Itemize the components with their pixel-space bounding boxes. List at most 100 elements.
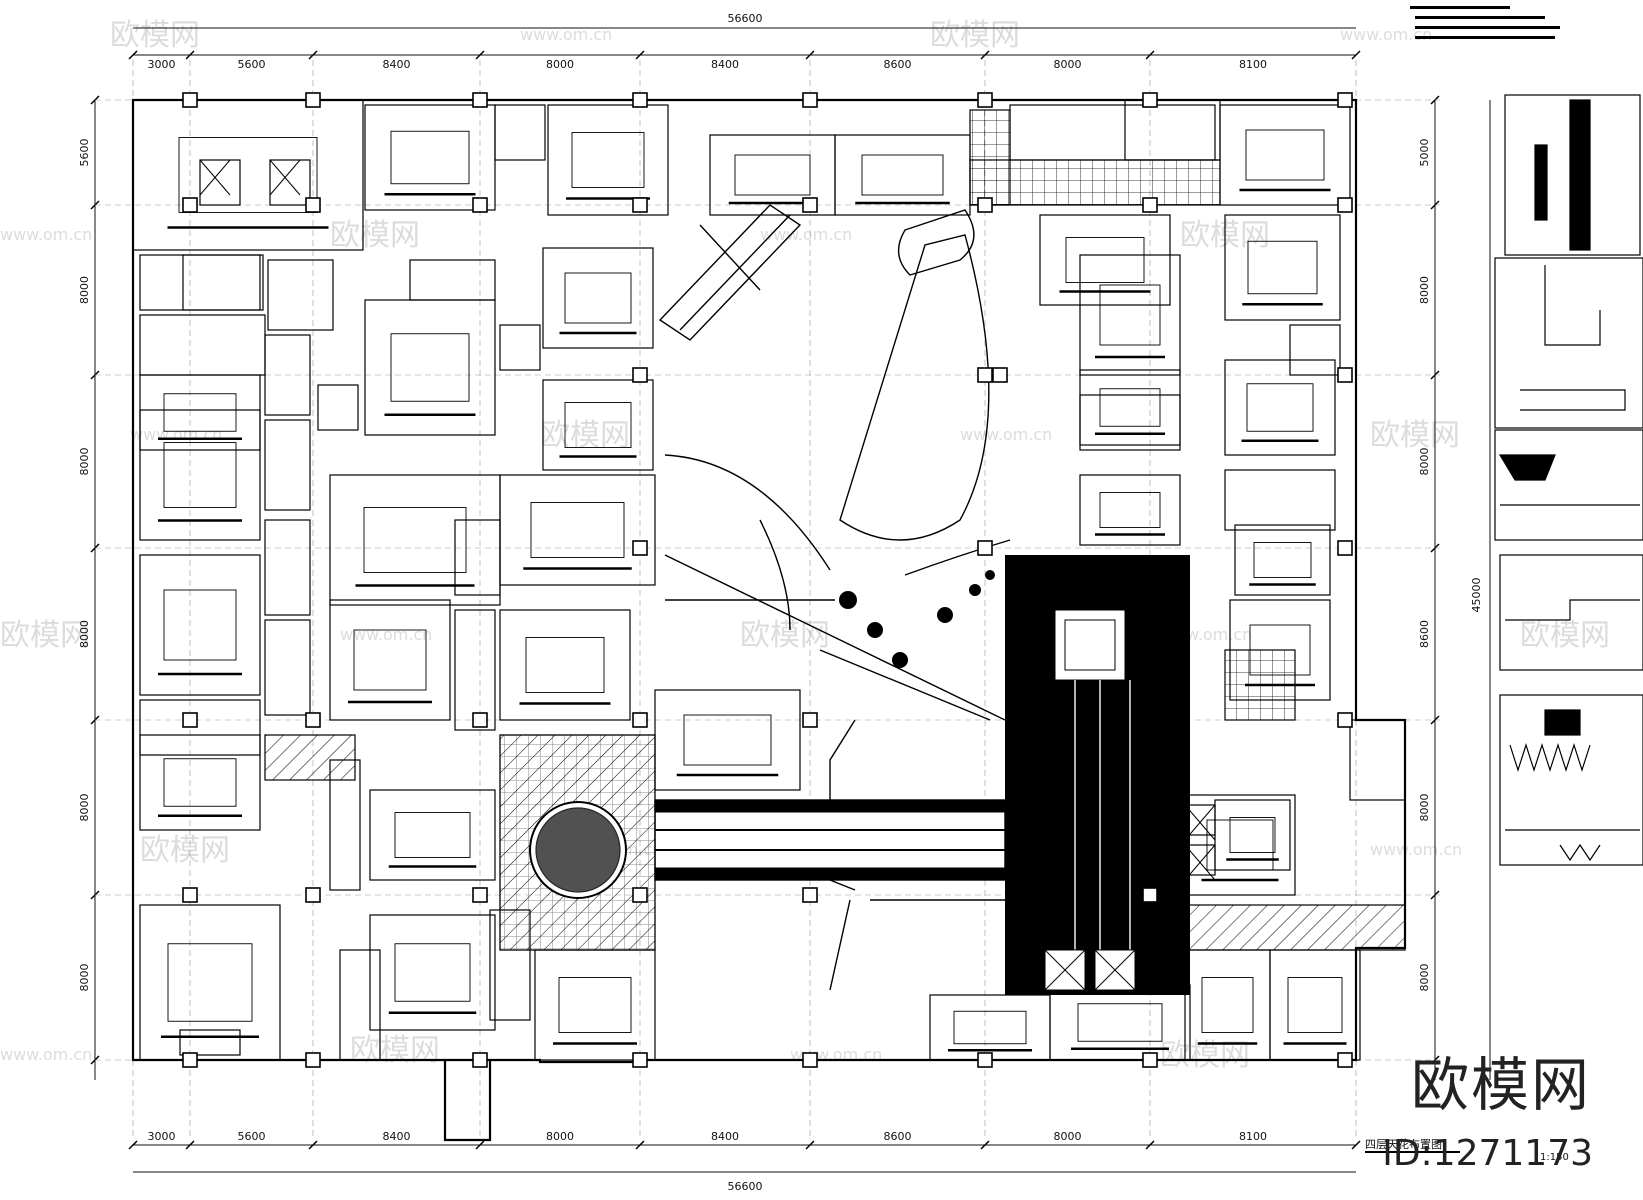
room — [264, 519, 311, 616]
room — [132, 99, 364, 251]
ceiling-light-box — [953, 1010, 1027, 1045]
ceiling-light-box — [525, 637, 605, 693]
watermark-brand: 欧模网 — [1370, 418, 1460, 453]
ceiling-light-box — [167, 943, 253, 1022]
ceiling-light-box — [564, 402, 632, 448]
column — [472, 92, 488, 108]
room — [1349, 719, 1406, 801]
dimension-label: 8400 — [711, 1130, 739, 1143]
room — [139, 734, 261, 831]
escalator-ramp — [679, 214, 791, 331]
dimension-label: 8400 — [383, 58, 411, 71]
column — [472, 1052, 488, 1068]
dimension-label: 8600 — [1418, 620, 1431, 648]
ceiling-light-box — [861, 154, 944, 196]
room — [139, 699, 261, 756]
room — [1039, 214, 1171, 306]
dimension-label: 5000 — [1418, 139, 1431, 167]
room — [139, 314, 266, 376]
detail-panel — [1494, 257, 1643, 429]
elevator-lobby — [1054, 609, 1126, 681]
ceiling-light-box — [1099, 388, 1161, 427]
dimension-label: 8000 — [546, 58, 574, 71]
atrium-curve — [904, 539, 1011, 576]
ceiling-light-box — [1247, 240, 1318, 295]
room — [369, 914, 496, 1031]
dimension-label: 8100 — [1239, 1130, 1267, 1143]
detail-panels — [1494, 94, 1643, 866]
column — [1142, 92, 1158, 108]
room — [1289, 324, 1341, 376]
column — [182, 712, 198, 728]
column — [1337, 367, 1353, 383]
ceiling-light-box — [394, 812, 471, 858]
dimension-tick — [475, 1140, 485, 1150]
room — [1214, 799, 1291, 871]
curved-balcony — [664, 454, 831, 571]
watermark-brand: 欧模网 — [350, 1033, 440, 1068]
room — [542, 379, 654, 471]
ceiling-light-box — [1253, 542, 1312, 578]
dimension-label: 8000 — [78, 448, 91, 476]
watermark-brand: 欧模网 — [740, 618, 830, 653]
dimension-tick — [805, 1140, 815, 1150]
column — [182, 1052, 198, 1068]
room — [179, 1029, 241, 1056]
ceiling-light-box — [1065, 237, 1145, 283]
ceiling-light-box — [390, 333, 470, 402]
column — [632, 92, 648, 108]
ceiling-light-box — [683, 714, 772, 766]
room — [139, 409, 261, 541]
room — [369, 789, 496, 881]
column — [802, 197, 818, 213]
dimension-tick — [805, 50, 815, 60]
watermark-brand: 欧模网 — [110, 18, 200, 53]
dimension-label: 8000 — [1054, 1130, 1082, 1143]
room — [1079, 474, 1181, 546]
room — [494, 104, 546, 161]
room — [547, 104, 669, 216]
room — [499, 609, 631, 721]
total-width-top: 56600 — [728, 12, 763, 25]
ceiling-light-box — [1245, 129, 1325, 181]
dimension-label: 8600 — [884, 1130, 912, 1143]
elevator-cross — [199, 159, 231, 196]
column — [472, 197, 488, 213]
column — [632, 540, 648, 556]
dimension-tick — [1145, 50, 1155, 60]
room — [1079, 254, 1181, 376]
room — [454, 519, 501, 596]
watermark-brand: 欧模网 — [1520, 618, 1610, 653]
column — [1142, 197, 1158, 213]
watermark-site: www.om.cn — [0, 1045, 92, 1064]
ceiling-light-box — [571, 132, 645, 188]
room — [264, 619, 311, 716]
room — [1124, 99, 1221, 161]
service-core — [1005, 555, 1190, 995]
dimension-label: 8400 — [383, 1130, 411, 1143]
detail-panel — [1504, 94, 1641, 256]
ceiling-light-box — [1246, 383, 1314, 432]
dimension-tick — [980, 1140, 990, 1150]
atrium — [658, 204, 1011, 991]
watermark-site: www.om.cn — [0, 225, 92, 244]
watermark-site: www.om.cn — [1370, 840, 1462, 859]
dimension-label: 3000 — [148, 58, 176, 71]
dimension-tick — [308, 1140, 318, 1150]
ceiling-light-box — [1099, 492, 1161, 528]
column — [632, 367, 648, 383]
dimension-lines — [94, 27, 1491, 1173]
dimension-label: 8000 — [1418, 964, 1431, 992]
ceiling-light-box — [734, 154, 811, 196]
structural-columns — [182, 92, 1353, 1068]
room — [542, 247, 654, 349]
drawing-title: 四层天花布置图 — [1365, 1138, 1442, 1151]
dimension-label: 8000 — [78, 794, 91, 822]
watermark-site: www.om.cn — [760, 225, 852, 244]
column — [1142, 1052, 1158, 1068]
room — [1224, 469, 1336, 531]
watermark-site: www.om.cn — [960, 425, 1052, 444]
dimension-tick — [1351, 1140, 1361, 1150]
